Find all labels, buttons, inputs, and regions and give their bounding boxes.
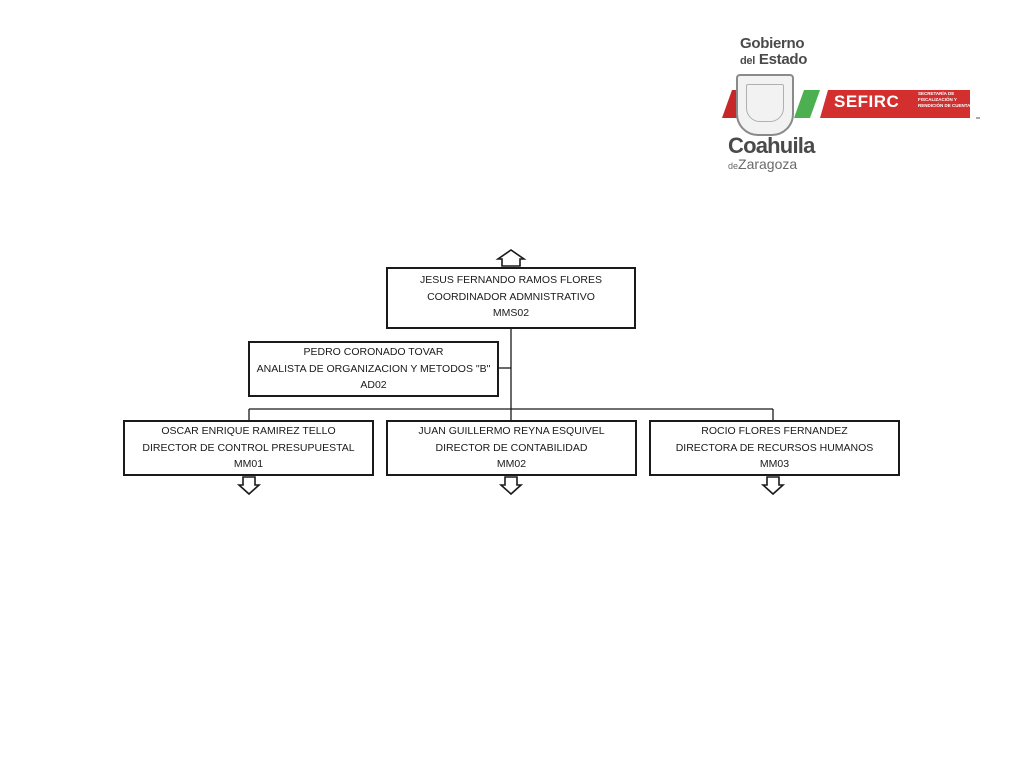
org-box-name: JESUS FERNANDO RAMOS FLORES bbox=[419, 274, 603, 286]
org-box-analyst: PEDRO CORONADO TOVAR ANALISTA DE ORGANIZ… bbox=[248, 341, 499, 397]
org-box-name: ROCIO FLORES FERNANDEZ bbox=[701, 425, 848, 437]
org-box-title: DIRECTOR DE CONTABILIDAD bbox=[435, 441, 588, 454]
state-seal-icon bbox=[736, 74, 794, 136]
org-box-code: MMS02 bbox=[492, 307, 530, 319]
org-box-name: OSCAR ENRIQUE RAMIREZ TELLO bbox=[161, 425, 336, 437]
org-box-code: MM03 bbox=[759, 458, 790, 470]
logo-zaragoza-text: Zaragoza bbox=[738, 156, 798, 172]
logo-sefirc-text: SEFIRC bbox=[834, 92, 900, 111]
org-box-name: PEDRO CORONADO TOVAR bbox=[303, 346, 444, 358]
down-arrow-icon-center bbox=[498, 476, 524, 496]
org-box-hr-director: ROCIO FLORES FERNANDEZ DIRECTORA DE RECU… bbox=[649, 420, 900, 476]
logo-estado-text: Estado bbox=[758, 51, 808, 68]
org-box-accounting-director: JUAN GUILLERMO REYNA ESQUIVEL DIRECTOR D… bbox=[386, 420, 637, 476]
org-box-title: COORDINADOR ADMNISTRATIVO bbox=[427, 290, 595, 303]
logo-del-text: del bbox=[740, 55, 755, 67]
org-box-title: ANALISTA DE ORGANIZACION Y METODOS "B" bbox=[256, 362, 491, 375]
logo-de-zaragoza-text: deZaragoza bbox=[728, 156, 797, 174]
org-box-code: MM02 bbox=[496, 458, 527, 470]
org-box-title: DIRECTORA DE RECURSOS HUMANOS bbox=[675, 441, 874, 454]
logo-coahuila-text: Coahuila bbox=[728, 133, 815, 158]
logo-de-text: de bbox=[728, 161, 739, 171]
logo-gobierno-text: Gobierno bbox=[740, 35, 805, 52]
org-box-coordinator: JESUS FERNANDO RAMOS FLORES COORDINADOR … bbox=[386, 267, 636, 329]
logo-del-estado-text: del Estado bbox=[740, 52, 807, 69]
org-box-budget-director: OSCAR ENRIQUE RAMIREZ TELLO DIRECTOR DE … bbox=[123, 420, 374, 476]
org-box-title: DIRECTOR DE CONTROL PRESUPUESTAL bbox=[142, 441, 355, 454]
government-logo: Gobierno del Estado SEFIRC SECRETARÍA DE… bbox=[714, 34, 984, 176]
up-arrow-icon bbox=[495, 249, 527, 267]
down-arrow-icon-left bbox=[236, 476, 262, 496]
org-box-name: JUAN GUILLERMO REYNA ESQUIVEL bbox=[418, 425, 605, 437]
logo-green-stripe bbox=[794, 90, 820, 118]
org-box-code: MM01 bbox=[233, 458, 264, 470]
logo-sefirc-band bbox=[820, 90, 970, 118]
org-box-code: AD02 bbox=[360, 379, 387, 391]
down-arrow-icon-right bbox=[760, 476, 786, 496]
logo-sefirc-subtitle: SECRETARÍA DE FISCALIZACIÓN Y RENDICIÓN … bbox=[918, 91, 974, 108]
